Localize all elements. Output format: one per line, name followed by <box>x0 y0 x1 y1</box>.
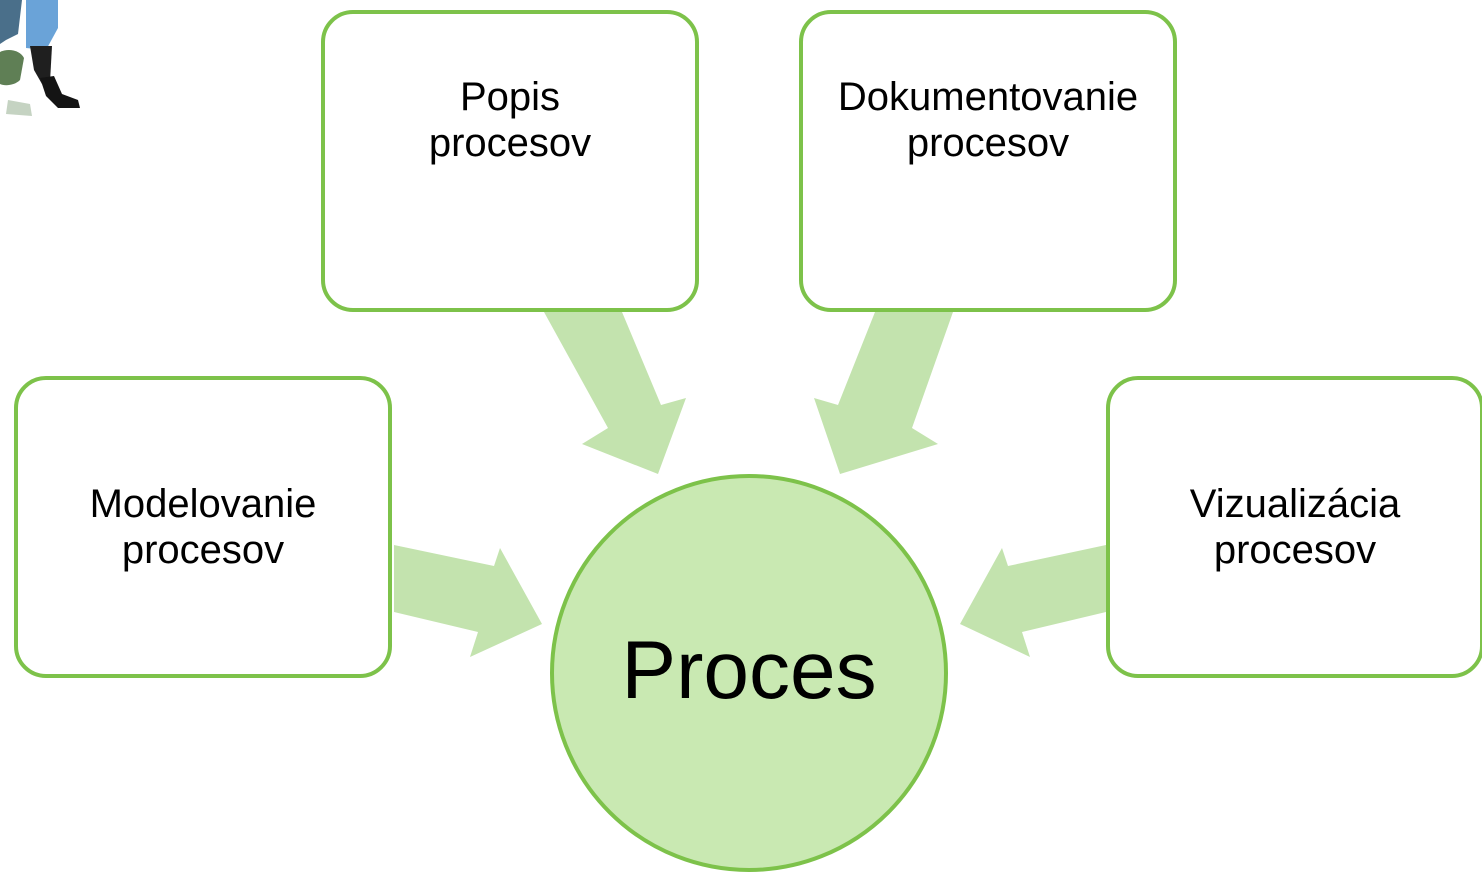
node-modelovanie-procesov: Modelovanie procesov <box>14 376 392 678</box>
node-dokumentovanie-procesov: Dokumentovanie procesov <box>799 10 1177 312</box>
arrow-from-left <box>394 545 542 657</box>
node-label: Popis procesov <box>428 75 592 165</box>
node-popis-procesov: Popis procesov <box>321 10 699 312</box>
node-label: Dokumentovanie procesov <box>837 75 1139 165</box>
node-label: Modelovanie procesov <box>89 482 317 572</box>
arrow-from-right <box>960 545 1106 657</box>
arrow-from-top-right <box>814 312 953 474</box>
arrow-from-top-left <box>544 312 686 474</box>
node-label: Vizualizácia procesov <box>1189 482 1401 572</box>
person-carrying-icon <box>0 0 80 116</box>
center-label: Proces <box>621 625 877 716</box>
center-node-proces: Proces <box>550 474 948 872</box>
node-vizualizacia-procesov: Vizualizácia procesov <box>1106 376 1482 678</box>
